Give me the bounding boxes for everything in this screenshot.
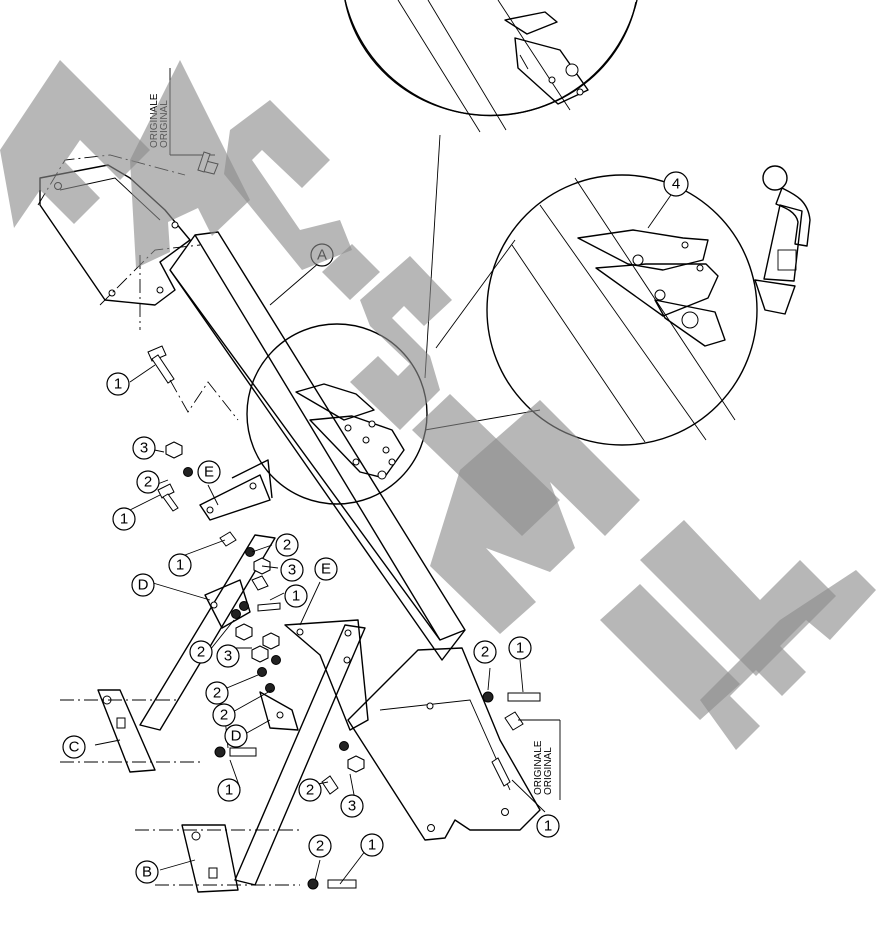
callout-3-c-label: 3 <box>224 648 232 665</box>
callout-1-a: 1 <box>106 372 130 396</box>
callout-3-a-label: 3 <box>140 440 148 457</box>
original-note-bottom-en: ORIGINAL <box>543 747 554 795</box>
callout-e-upper: E <box>197 460 221 484</box>
original-note-bottom-it: ORIGINALE <box>533 740 544 795</box>
callout-e-lower: E <box>314 557 338 581</box>
callout-1-d-label: 1 <box>292 588 300 605</box>
callout-2-b: 2 <box>275 533 299 557</box>
callout-d-upper-label: D <box>138 577 149 594</box>
callout-e-lower-label: E <box>321 561 331 578</box>
callout-2-h-label: 2 <box>481 644 489 661</box>
callout-3-d-label: 3 <box>348 798 356 815</box>
callout-1-b: 1 <box>112 507 136 531</box>
plate-e-upper <box>199 459 273 521</box>
callout-3-b-label: 3 <box>288 562 296 579</box>
callout-2-g-label: 2 <box>316 838 324 855</box>
callout-1-b-label: 1 <box>120 511 128 528</box>
plate-e-lower <box>284 619 369 731</box>
callout-3-d: 3 <box>340 794 364 818</box>
original-note-bottom: ORIGINALE ORIGINAL <box>533 740 554 795</box>
callout-1-f-label: 1 <box>368 837 376 854</box>
callout-1-c: 1 <box>168 553 192 577</box>
side-rail-c <box>60 534 276 773</box>
callout-2-e-label: 2 <box>220 707 228 724</box>
callout-1-e-label: 1 <box>225 782 233 799</box>
callout-1-c-label: 1 <box>176 557 184 574</box>
callout-1-g: 1 <box>508 636 532 660</box>
callout-2-c: 2 <box>189 640 213 664</box>
callout-2-c-label: 2 <box>197 644 205 661</box>
side-rail-b <box>135 624 366 893</box>
callout-1-e: 1 <box>217 778 241 802</box>
callout-1-g-label: 1 <box>516 640 524 657</box>
callout-c-label: C <box>69 739 80 756</box>
callout-1-d: 1 <box>284 584 308 608</box>
callout-2-g: 2 <box>308 834 332 858</box>
callout-b: B <box>135 860 159 884</box>
callout-2-b-label: 2 <box>283 537 291 554</box>
callout-2-f-label: 2 <box>306 782 314 799</box>
fastener-set <box>147 345 561 890</box>
callout-2-f: 2 <box>298 778 322 802</box>
bracket-d-upper <box>204 579 251 629</box>
center-detail-view <box>246 323 428 505</box>
callout-3-b: 3 <box>280 558 304 582</box>
bracket-d-lower <box>259 691 299 731</box>
callout-2-d-label: 2 <box>213 685 221 702</box>
callout-4-label: 4 <box>672 176 680 193</box>
callout-3-a: 3 <box>132 436 156 460</box>
callout-1-a-label: 1 <box>114 376 122 393</box>
callout-d-lower-label: D <box>231 728 242 745</box>
callout-d-lower: D <box>224 724 248 748</box>
callout-c: C <box>62 735 86 759</box>
main-crossbeam <box>169 231 541 841</box>
callout-1-f: 1 <box>360 833 384 857</box>
callout-2-a-label: 2 <box>144 474 152 491</box>
callout-d-upper: D <box>131 573 155 597</box>
callout-3-c: 3 <box>216 644 240 668</box>
callout-2-a: 2 <box>136 470 160 494</box>
callout-1-h: 1 <box>536 814 560 838</box>
callout-1-h-label: 1 <box>544 818 552 835</box>
callout-2-h: 2 <box>473 640 497 664</box>
fac-simile-watermark <box>0 60 876 750</box>
top-detail-view <box>344 0 638 133</box>
callout-4: 4 <box>663 171 689 197</box>
callout-2-e: 2 <box>212 703 236 727</box>
right-detail-view <box>486 165 811 446</box>
callout-2-d: 2 <box>205 681 229 705</box>
callout-b-label: B <box>142 864 152 881</box>
leader-lines <box>94 261 546 885</box>
callout-e-upper-label: E <box>204 464 214 481</box>
